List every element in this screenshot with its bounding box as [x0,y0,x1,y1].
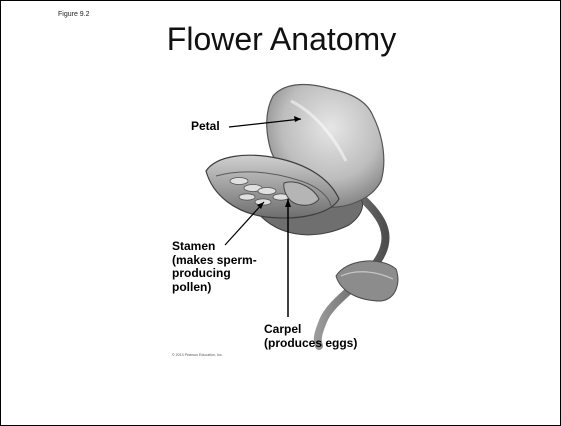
carpel-label-line-2: (produces eggs) [264,337,357,351]
stamen-label-line-3: producing [172,267,257,281]
stamen-label-line-4: pollen) [172,281,257,295]
petal-label: Petal [191,120,220,134]
carpel-label: Carpel (produces eggs) [264,323,357,350]
stamen-label: Stamen (makes sperm- producing pollen) [172,240,257,294]
carpel-label-line-1: Carpel [264,323,357,337]
stamen-label-line-1: Stamen [172,240,257,254]
stamen-label-line-2: (makes sperm- [172,254,257,268]
copyright-credit: © 2013 Pearson Education, Inc. [172,353,223,357]
